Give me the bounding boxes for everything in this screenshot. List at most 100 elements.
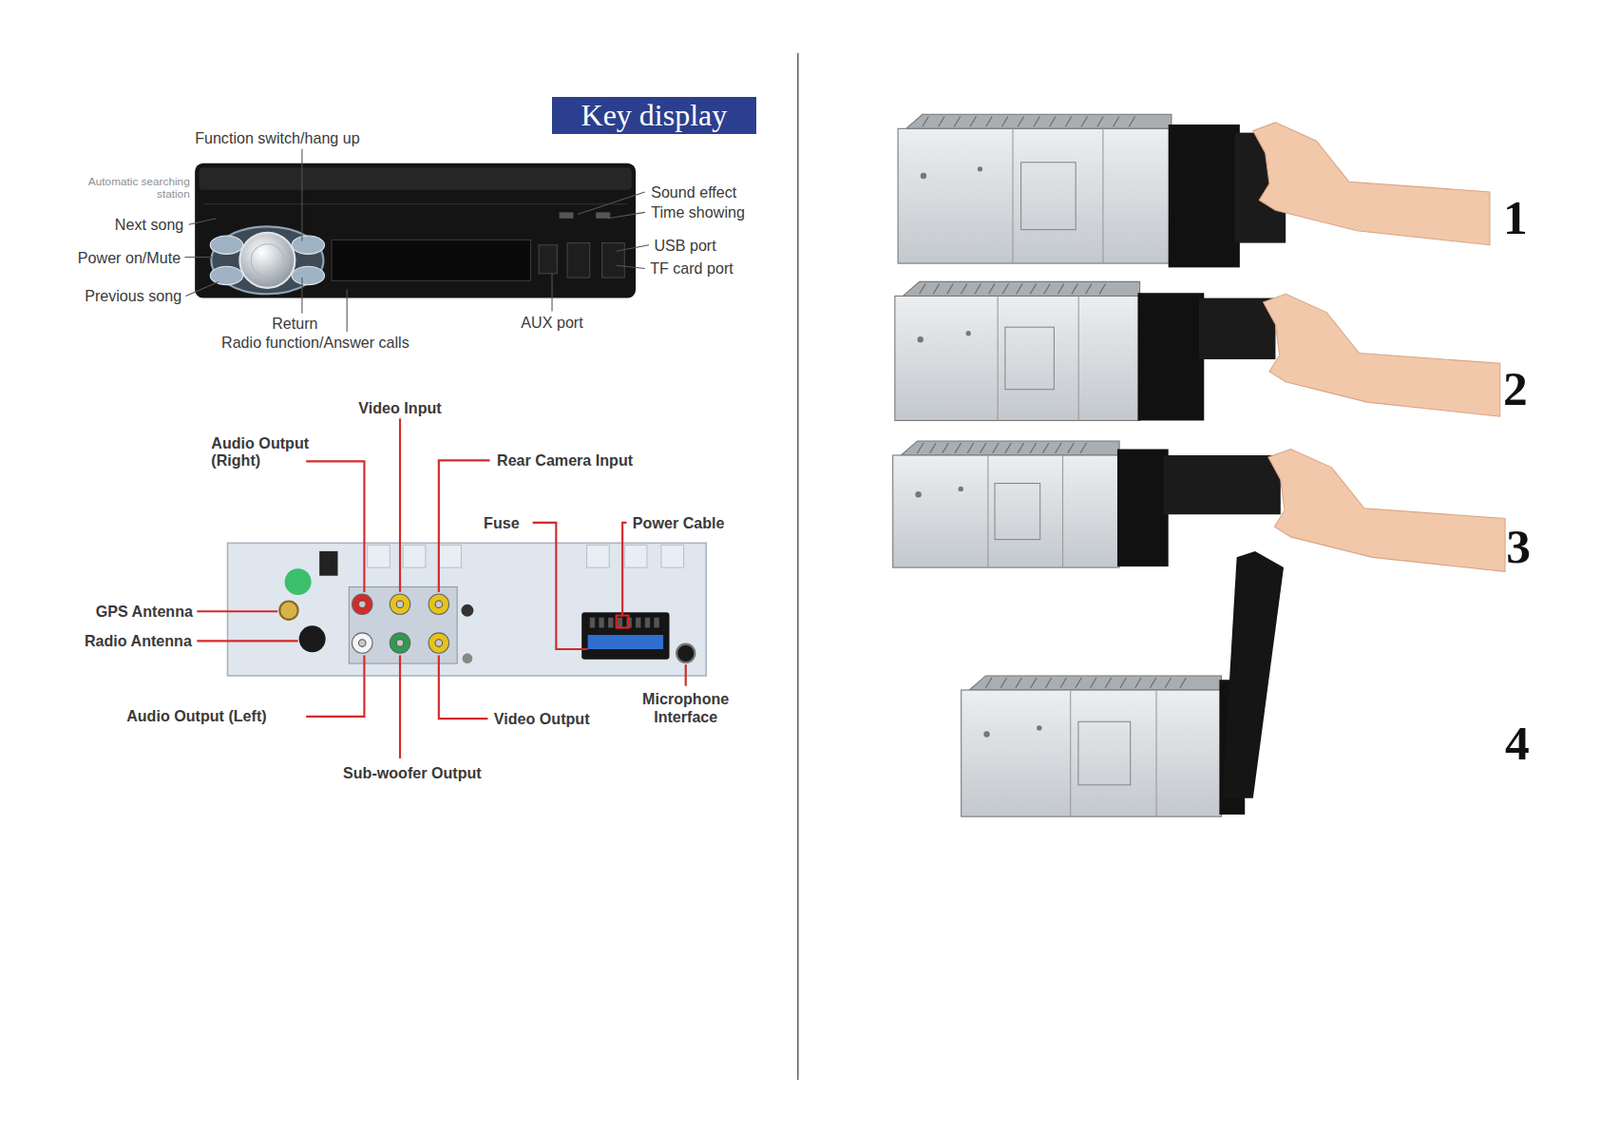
vent-slot <box>1016 284 1023 295</box>
rca-pin <box>359 600 367 609</box>
vent-slot <box>979 442 986 454</box>
rca-pin <box>396 639 404 648</box>
chassis-top <box>969 675 1221 690</box>
vent-slot <box>1180 677 1186 688</box>
leader-line <box>438 459 491 592</box>
mic-jack <box>676 644 695 663</box>
callout-label: Radio Antenna <box>84 631 192 650</box>
hand <box>1268 449 1505 572</box>
connector-pin <box>645 617 650 629</box>
chassis-body <box>893 455 1120 568</box>
vent-slot <box>960 284 967 295</box>
leader-line <box>346 288 348 332</box>
vent-slot <box>1042 442 1048 454</box>
chassis-screw <box>966 330 972 336</box>
callout-label: Rear Camera Input <box>496 451 633 470</box>
rca-pin <box>359 639 367 648</box>
vent-slot <box>1081 115 1087 127</box>
vent-slot <box>917 442 924 454</box>
vent-slot <box>1001 115 1008 127</box>
vent-slot <box>1065 115 1071 127</box>
leader-line <box>685 664 687 686</box>
chassis-body <box>961 689 1222 817</box>
rear-panel-body <box>228 542 707 676</box>
vent-slot <box>1097 115 1104 127</box>
leader-line <box>189 218 217 225</box>
chassis-body <box>895 295 1141 420</box>
chassis-seam <box>987 455 989 568</box>
callout-label: AUX port <box>520 313 583 332</box>
power-connector <box>581 611 669 659</box>
vent-slot <box>938 115 945 127</box>
rca-jack <box>352 593 373 614</box>
gps-sticker <box>285 568 312 595</box>
step-4-unit <box>961 551 1284 817</box>
chassis-screw <box>1036 724 1042 730</box>
callout-label: TF card port <box>649 259 734 278</box>
chassis-screw <box>920 172 927 179</box>
chassis-bracket <box>1005 326 1055 390</box>
step-number: 4 <box>1504 714 1530 771</box>
callout-label: Function switch/hang up <box>194 129 361 148</box>
leader-line <box>608 211 646 218</box>
hand <box>1263 293 1501 417</box>
callout-label: Return <box>271 314 318 333</box>
screw-hole <box>460 604 474 617</box>
vent-slot <box>985 677 991 688</box>
vent-slot <box>1000 677 1007 688</box>
leader-line <box>399 654 401 758</box>
callout-label: Microphone Interface <box>625 690 746 726</box>
vent-slot <box>1099 284 1105 295</box>
chassis-seam <box>1156 689 1158 817</box>
title-text: Key display <box>581 97 728 134</box>
chassis-seam <box>1069 689 1071 817</box>
callout-label: Time showing <box>650 203 745 222</box>
rca-jack <box>389 632 410 653</box>
callout-label: Power Cable <box>632 514 725 533</box>
chassis-top <box>906 114 1172 129</box>
vent-slot <box>1128 115 1135 127</box>
leader-line <box>399 418 401 592</box>
leader-line <box>577 191 646 215</box>
chassis-top <box>902 281 1140 296</box>
panel-notch <box>624 544 648 568</box>
page-divider <box>797 53 799 1080</box>
vent-slot <box>967 442 973 454</box>
vent-slot <box>1030 677 1037 688</box>
fuse-holder <box>588 634 664 649</box>
sliding-screen <box>1199 298 1277 360</box>
vent-slot <box>1120 677 1126 688</box>
vent-slot <box>1044 284 1050 295</box>
callout-label: Video Output <box>494 709 591 728</box>
vent-slot <box>1149 677 1156 688</box>
vent-slot <box>953 115 960 127</box>
chassis-bracket <box>994 483 1041 540</box>
rca-jack <box>389 593 410 614</box>
callout-label: Audio Output (Right) <box>210 434 332 470</box>
title-banner: Key display <box>552 96 757 134</box>
chassis-screw <box>958 486 964 492</box>
chassis-screw <box>977 166 983 172</box>
callout-label: Power on/Mute <box>77 247 181 267</box>
vent-slot <box>1015 677 1022 688</box>
vent-slot <box>992 442 999 454</box>
faceplate-button <box>291 235 324 254</box>
connector-pin <box>653 617 659 629</box>
chassis-top <box>900 440 1120 456</box>
leader-line <box>301 149 303 242</box>
rca-pin <box>396 600 404 609</box>
connector-pin <box>608 617 613 629</box>
panel-notch <box>402 544 426 568</box>
small-button <box>559 211 574 218</box>
rca-jack <box>428 632 449 653</box>
gps-connector <box>279 601 298 620</box>
rca-pin <box>435 600 443 609</box>
vent-slot <box>1113 115 1120 127</box>
callout-label: Previous song <box>84 286 182 305</box>
rca-jack <box>428 593 449 614</box>
leader-line <box>551 273 553 312</box>
callout-label: Radio function/Answer calls <box>221 333 410 352</box>
screw-hole <box>462 652 474 664</box>
leader-line <box>533 522 589 649</box>
